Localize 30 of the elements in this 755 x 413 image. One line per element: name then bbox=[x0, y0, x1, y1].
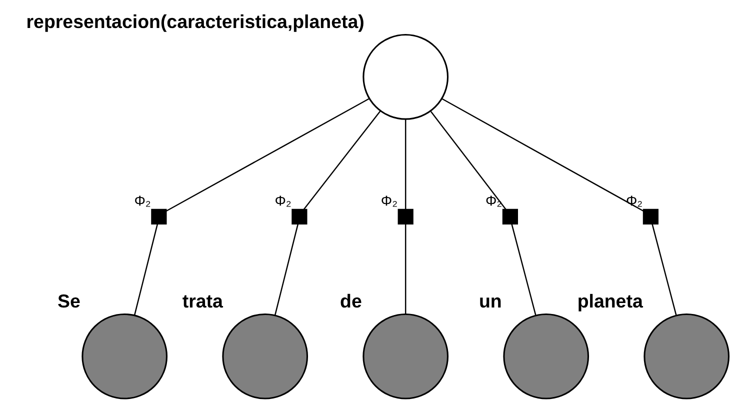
node-box bbox=[398, 208, 414, 224]
connector bbox=[134, 224, 158, 316]
node-box bbox=[292, 208, 308, 224]
node-label: de bbox=[340, 290, 362, 312]
node-circle bbox=[82, 313, 168, 400]
node-circle bbox=[362, 34, 449, 120]
connector bbox=[303, 110, 381, 210]
node-label: Φ₂ bbox=[134, 192, 151, 208]
connector bbox=[652, 224, 677, 316]
node-label: trata bbox=[182, 290, 223, 312]
connector bbox=[274, 224, 299, 316]
connector bbox=[166, 98, 370, 212]
connector bbox=[404, 224, 406, 314]
node-label: Φ₂ bbox=[380, 192, 398, 208]
node-label: planeta bbox=[577, 290, 643, 312]
node-label: Se bbox=[57, 290, 80, 312]
connector bbox=[404, 119, 406, 210]
node-circle bbox=[362, 313, 449, 400]
node-label: representacion(caracteristica,planeta) bbox=[26, 10, 364, 32]
node-box bbox=[502, 208, 518, 224]
connector bbox=[430, 111, 506, 210]
connector bbox=[441, 98, 644, 212]
node-circle bbox=[503, 313, 590, 400]
node-circle bbox=[644, 313, 730, 400]
node-circle bbox=[222, 313, 308, 400]
connector bbox=[511, 224, 536, 316]
node-box bbox=[642, 208, 658, 224]
node-label: Φ₂ bbox=[274, 192, 292, 208]
node-label: un bbox=[478, 290, 502, 312]
node-box bbox=[151, 208, 167, 224]
